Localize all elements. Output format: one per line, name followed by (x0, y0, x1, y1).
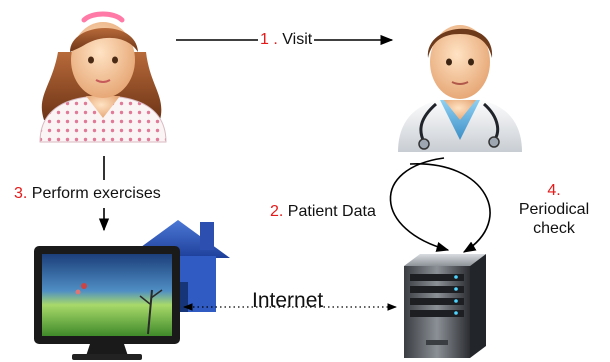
periodical-check-arrow (409, 163, 491, 253)
internet-label: Internet (252, 289, 324, 312)
patient-data-text: Patient Data (287, 203, 376, 220)
exercises-step-number: 3. (14, 185, 28, 202)
patient-icon (39, 11, 167, 143)
visit-step-number: 1 . (260, 31, 278, 48)
patient-data-arrow (389, 157, 450, 252)
periodical-text: Periodical (518, 201, 590, 218)
patient-data-label: 2. Patient Data (270, 202, 376, 221)
home-computer-icon (34, 220, 230, 360)
periodical-line-2: check (533, 220, 575, 237)
periodical-step-number: 4. (547, 182, 561, 199)
periodical-line-1: 4. Periodical (502, 181, 606, 219)
exercises-text: Perform exercises (31, 185, 161, 202)
visit-text: Visit (282, 31, 313, 48)
server-icon (404, 254, 486, 358)
visit-label: 1 . Visit (258, 30, 315, 49)
perform-exercises-label: 3. Perform exercises (14, 184, 161, 203)
doctor-icon (398, 25, 522, 152)
patient-data-step-number: 2. (270, 203, 284, 220)
